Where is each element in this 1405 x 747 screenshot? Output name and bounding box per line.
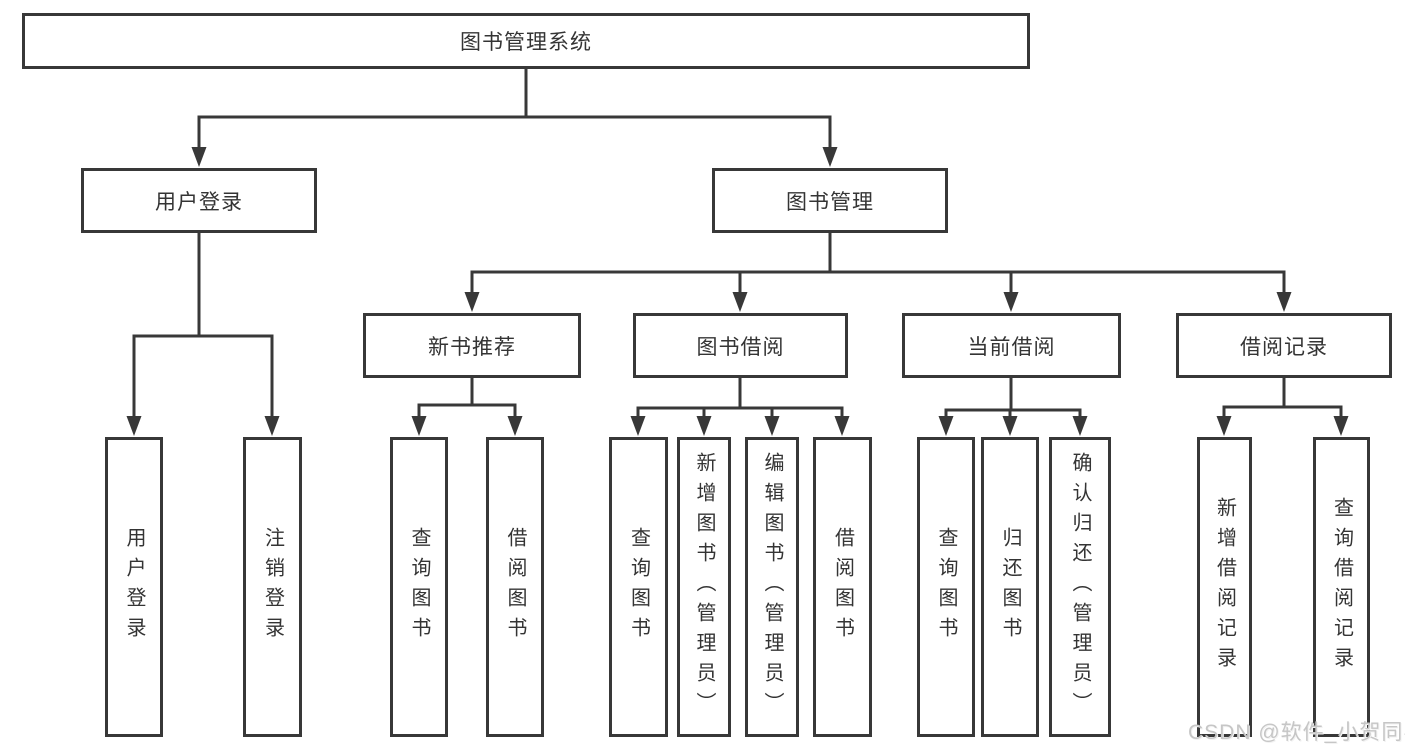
leaf-recommend-borrow-books-label: 借阅图书	[504, 527, 526, 647]
leaf-current-query-books: 查询图书	[917, 437, 975, 737]
node-book-borrowing: 图书借阅	[633, 313, 848, 378]
leaf-current-return-books: 归还图书	[981, 437, 1039, 737]
node-new-book-recommendation-label: 新书推荐	[428, 335, 516, 359]
leaf-logout: 注销登录	[243, 437, 302, 737]
leaf-borrowing-borrow-books-label: 借阅图书	[831, 527, 854, 647]
leaf-borrowing-query-books: 查询图书	[609, 437, 668, 737]
node-root-label: 图书管理系统	[460, 31, 592, 54]
leaf-current-confirm-return-admin: 确认归还（管理员）	[1049, 437, 1111, 737]
node-book-management: 图书管理	[712, 168, 948, 233]
leaf-logout-label: 注销登录	[261, 527, 284, 647]
leaf-borrowing-borrow-books: 借阅图书	[813, 437, 872, 737]
node-current-borrowing: 当前借阅	[902, 313, 1121, 378]
node-book-borrowing-label: 图书借阅	[696, 335, 785, 359]
leaf-records-query-record: 查询借阅记录	[1313, 437, 1370, 737]
node-user-login-label: 用户登录	[155, 190, 243, 214]
leaf-borrowing-edit-books-admin-label: 编辑图书（管理员）	[761, 452, 783, 722]
csdn-watermark: CSDN @软件_小贺同学	[1188, 721, 1405, 744]
node-current-borrowing-label: 当前借阅	[967, 335, 1056, 359]
node-user-login: 用户登录	[81, 168, 317, 233]
leaf-current-return-books-label: 归还图书	[999, 527, 1021, 647]
node-book-management-label: 图书管理	[786, 190, 874, 214]
node-new-book-recommendation: 新书推荐	[363, 313, 581, 378]
leaf-borrowing-add-books-admin-label: 新增图书（管理员）	[693, 452, 715, 722]
leaf-borrowing-edit-books-admin: 编辑图书（管理员）	[745, 437, 799, 737]
node-borrowing-records: 借阅记录	[1176, 313, 1392, 378]
leaf-borrowing-add-books-admin: 新增图书（管理员）	[677, 437, 731, 737]
leaf-records-add-record: 新增借阅记录	[1197, 437, 1252, 737]
leaf-current-confirm-return-admin-label: 确认归还（管理员）	[1069, 452, 1091, 722]
leaf-user-login: 用户登录	[105, 437, 163, 737]
leaf-recommend-borrow-books: 借阅图书	[486, 437, 544, 737]
leaf-recommend-query-books: 查询图书	[390, 437, 448, 737]
leaf-records-add-record-label: 新增借阅记录	[1213, 497, 1236, 677]
node-root-system: 图书管理系统	[22, 13, 1030, 69]
leaf-user-login-label: 用户登录	[123, 527, 145, 647]
leaf-records-query-record-label: 查询借阅记录	[1330, 497, 1353, 677]
leaf-current-query-books-label: 查询图书	[935, 527, 957, 647]
node-borrowing-records-label: 借阅记录	[1240, 335, 1328, 359]
leaf-recommend-query-books-label: 查询图书	[408, 527, 430, 647]
leaf-borrowing-query-books-label: 查询图书	[627, 527, 650, 647]
